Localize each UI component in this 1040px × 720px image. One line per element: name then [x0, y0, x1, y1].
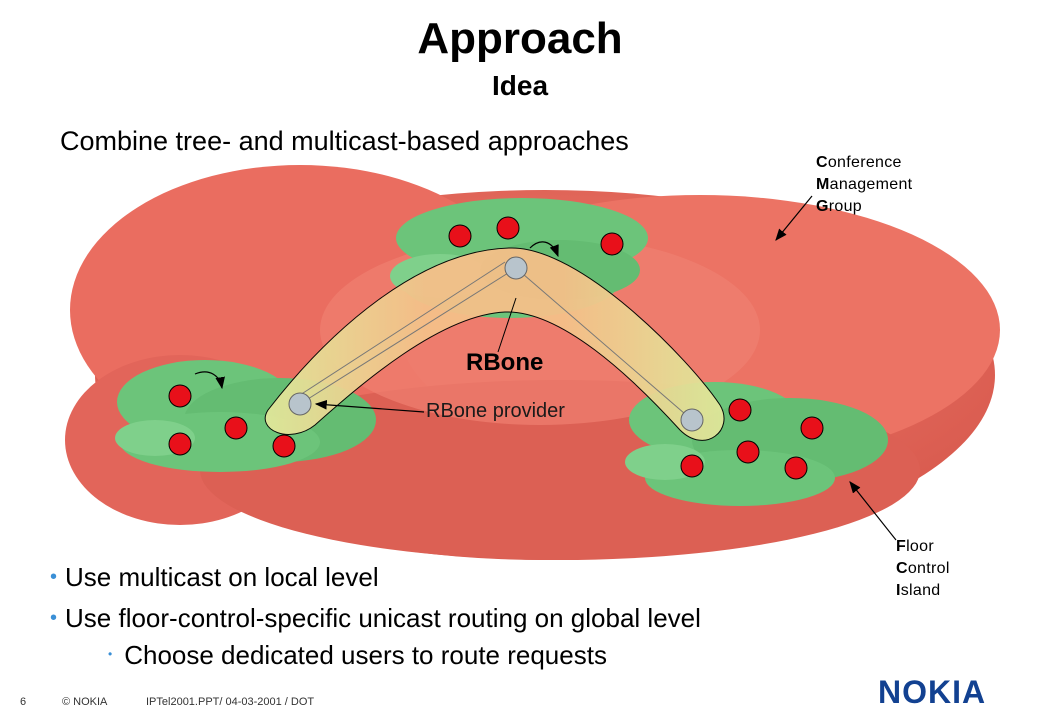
fci-pointer [849, 481, 897, 541]
footer-copyright: © NOKIA [62, 696, 108, 708]
bullet-item: •Use floor-control-specific unicast rout… [50, 603, 701, 633]
floor-control-island-left [115, 360, 376, 472]
provider-node-right [680, 408, 704, 432]
rbone-provider-label: RBone provider [426, 400, 565, 422]
conference-management-group-label: Conference Management Group [816, 154, 913, 215]
user-node [496, 216, 520, 240]
rbone-provider-pointer [314, 400, 425, 413]
user-node [600, 232, 624, 256]
slide-headline: Combine tree- and multicast-based approa… [60, 126, 629, 156]
user-node [784, 456, 808, 480]
bullet-dot-icon: • [50, 607, 58, 629]
user-node [224, 416, 248, 440]
rbone-band [264, 247, 725, 441]
nokia-logo: NOKIA [878, 676, 986, 708]
user-node [800, 416, 824, 440]
rbone-label: RBone [466, 349, 544, 376]
user-node [728, 398, 752, 422]
user-node [272, 434, 296, 458]
bullet-dot-icon: • [50, 566, 58, 588]
footer-page-number: 6 [20, 696, 27, 708]
user-node [736, 440, 760, 464]
slide-subtitle: Idea [491, 70, 549, 101]
cmg-pointer [775, 195, 813, 241]
bullet-dot-icon: • [108, 647, 113, 661]
forwarding-arrows [194, 241, 559, 390]
user-node [168, 384, 192, 408]
rbone-links [299, 261, 693, 421]
user-node [448, 224, 472, 248]
sub-bullet-item: •Choose dedicated users to route request… [108, 640, 607, 670]
user-nodes [168, 216, 824, 480]
floor-control-island-label: Floor Control Island [896, 538, 950, 599]
footer-reference: IPTel2001.PPT/ 04-03-2001 / DOT [146, 696, 315, 708]
bullet-item: •Use multicast on local level [50, 562, 379, 592]
svg-text:NOKIA: NOKIA [878, 676, 986, 708]
rbone-label-connector [497, 297, 517, 353]
slide-title: Approach [417, 14, 623, 63]
user-node [168, 432, 192, 456]
provider-node-top [504, 256, 528, 280]
provider-node-left [288, 392, 312, 416]
user-node [680, 454, 704, 478]
